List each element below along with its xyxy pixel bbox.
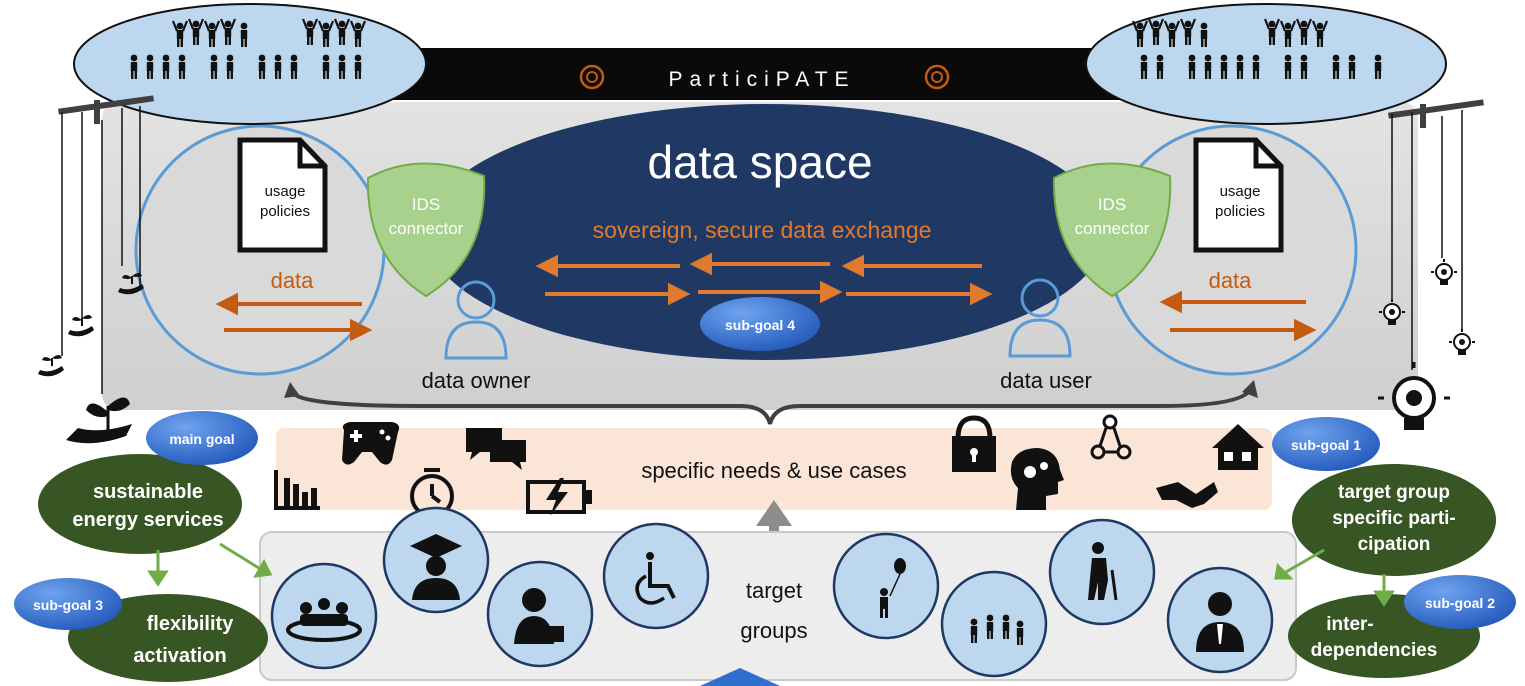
handshake-icon bbox=[1156, 482, 1218, 508]
left-connector-line1: IDS bbox=[412, 195, 440, 214]
ids-connector-shield-icon bbox=[1052, 162, 1172, 298]
sub-goal-3-line1: flexibility bbox=[147, 613, 235, 635]
sub-goal-1-line2: specific parti- bbox=[1332, 508, 1456, 529]
data-owner-person-icon bbox=[444, 280, 508, 360]
plant-hand-icon bbox=[37, 272, 145, 444]
ids-connector-shield-icon bbox=[366, 162, 486, 298]
chat-bubbles-icon bbox=[466, 428, 526, 470]
sub-goal-2-badge bbox=[1404, 575, 1516, 629]
data-user-person-icon bbox=[1008, 278, 1072, 358]
lightbulb-gear-icon bbox=[1378, 258, 1476, 430]
sub-goal-1-badge bbox=[1272, 417, 1380, 471]
header-title: ParticiPATE bbox=[668, 68, 855, 91]
bar-chart-icon bbox=[274, 470, 320, 510]
usage-policies-document-icon bbox=[237, 137, 328, 253]
brace-arrowhead-left bbox=[284, 382, 300, 398]
sub-goal-3-line2: activation bbox=[133, 645, 226, 667]
padlock-icon bbox=[952, 415, 996, 472]
data-owner-label: data owner bbox=[422, 368, 531, 393]
businessman-icon bbox=[1166, 566, 1274, 674]
sub-goal-1-line1: target group bbox=[1338, 482, 1450, 503]
sub-goal-1-ellipse bbox=[1292, 464, 1496, 576]
left-goal-arrows bbox=[147, 542, 273, 587]
sub-goal-4-label: sub-goal 4 bbox=[725, 317, 795, 333]
crowd-icon bbox=[73, 3, 427, 125]
sub-goal-1-badge-label: sub-goal 1 bbox=[1291, 437, 1361, 453]
right-goal-arrows bbox=[1274, 548, 1395, 607]
network-people-icon bbox=[1090, 414, 1132, 460]
right-data-label: data bbox=[1209, 268, 1253, 293]
crowd-icon bbox=[1085, 3, 1447, 125]
sub-goal-2-line1: inter- bbox=[1326, 614, 1374, 635]
group-meeting-icon bbox=[270, 562, 378, 670]
data-space-title: data space bbox=[647, 136, 872, 188]
data-space-subtitle: sovereign, secure data exchange bbox=[593, 217, 932, 243]
left-data-label: data bbox=[271, 268, 315, 293]
sub-goal-2-line2: dependencies bbox=[1311, 640, 1438, 661]
head-gears-icon bbox=[1010, 448, 1064, 510]
shopper-icon bbox=[486, 560, 594, 668]
sub-goal-4-badge bbox=[700, 297, 820, 351]
gamepad-icon bbox=[342, 422, 400, 465]
left-data-arrows bbox=[215, 292, 373, 342]
graduate-icon bbox=[382, 506, 490, 614]
sub-goal-2-badge-label: sub-goal 2 bbox=[1425, 595, 1495, 611]
sub-goal-3-badge bbox=[14, 578, 122, 630]
main-goal-badge bbox=[146, 411, 258, 465]
puppet-strings-icon bbox=[1388, 99, 1484, 370]
right-data-arrows bbox=[1159, 290, 1317, 342]
elderly-cane-icon bbox=[1048, 518, 1156, 626]
sub-goal-3-ellipse bbox=[68, 594, 268, 682]
rose-logo-icon bbox=[579, 64, 605, 90]
wheelchair-icon bbox=[602, 522, 710, 630]
needs-label: specific needs & use cases bbox=[641, 458, 906, 483]
left-doc-line1: usage bbox=[265, 183, 306, 200]
usage-policies-document-icon bbox=[1193, 137, 1284, 253]
data-user-label: data user bbox=[1000, 368, 1092, 393]
main-goal-line2: energy services bbox=[72, 509, 223, 531]
puppet-strings-icon bbox=[58, 95, 154, 394]
right-doc-line1: usage bbox=[1220, 183, 1261, 200]
left-doc-line2: policies bbox=[260, 203, 310, 220]
child-balloon-icon bbox=[832, 532, 940, 640]
sub-goal-3-badge-label: sub-goal 3 bbox=[33, 597, 103, 613]
needs-brace bbox=[290, 388, 1252, 425]
sub-goal-1-line3: cipation bbox=[1358, 534, 1431, 555]
target-groups-line1: target bbox=[746, 578, 802, 603]
family-icon bbox=[940, 570, 1048, 678]
main-goal-badge-label: main goal bbox=[169, 431, 234, 447]
rose-logo-icon bbox=[924, 64, 950, 90]
target-groups-line2: groups bbox=[740, 618, 807, 643]
bottom-pointer bbox=[700, 668, 780, 686]
left-connector-line2: connector bbox=[389, 219, 464, 238]
data-exchange-arrows bbox=[535, 252, 993, 306]
right-connector-line1: IDS bbox=[1098, 195, 1126, 214]
right-connector-line2: connector bbox=[1075, 219, 1150, 238]
right-doc-line2: policies bbox=[1215, 203, 1265, 220]
brace-arrowhead-right bbox=[1242, 380, 1258, 398]
house-icon bbox=[1212, 424, 1264, 470]
main-goal-ellipse bbox=[38, 454, 242, 554]
battery-charging-icon bbox=[526, 478, 592, 516]
main-goal-line1: sustainable bbox=[93, 481, 203, 503]
